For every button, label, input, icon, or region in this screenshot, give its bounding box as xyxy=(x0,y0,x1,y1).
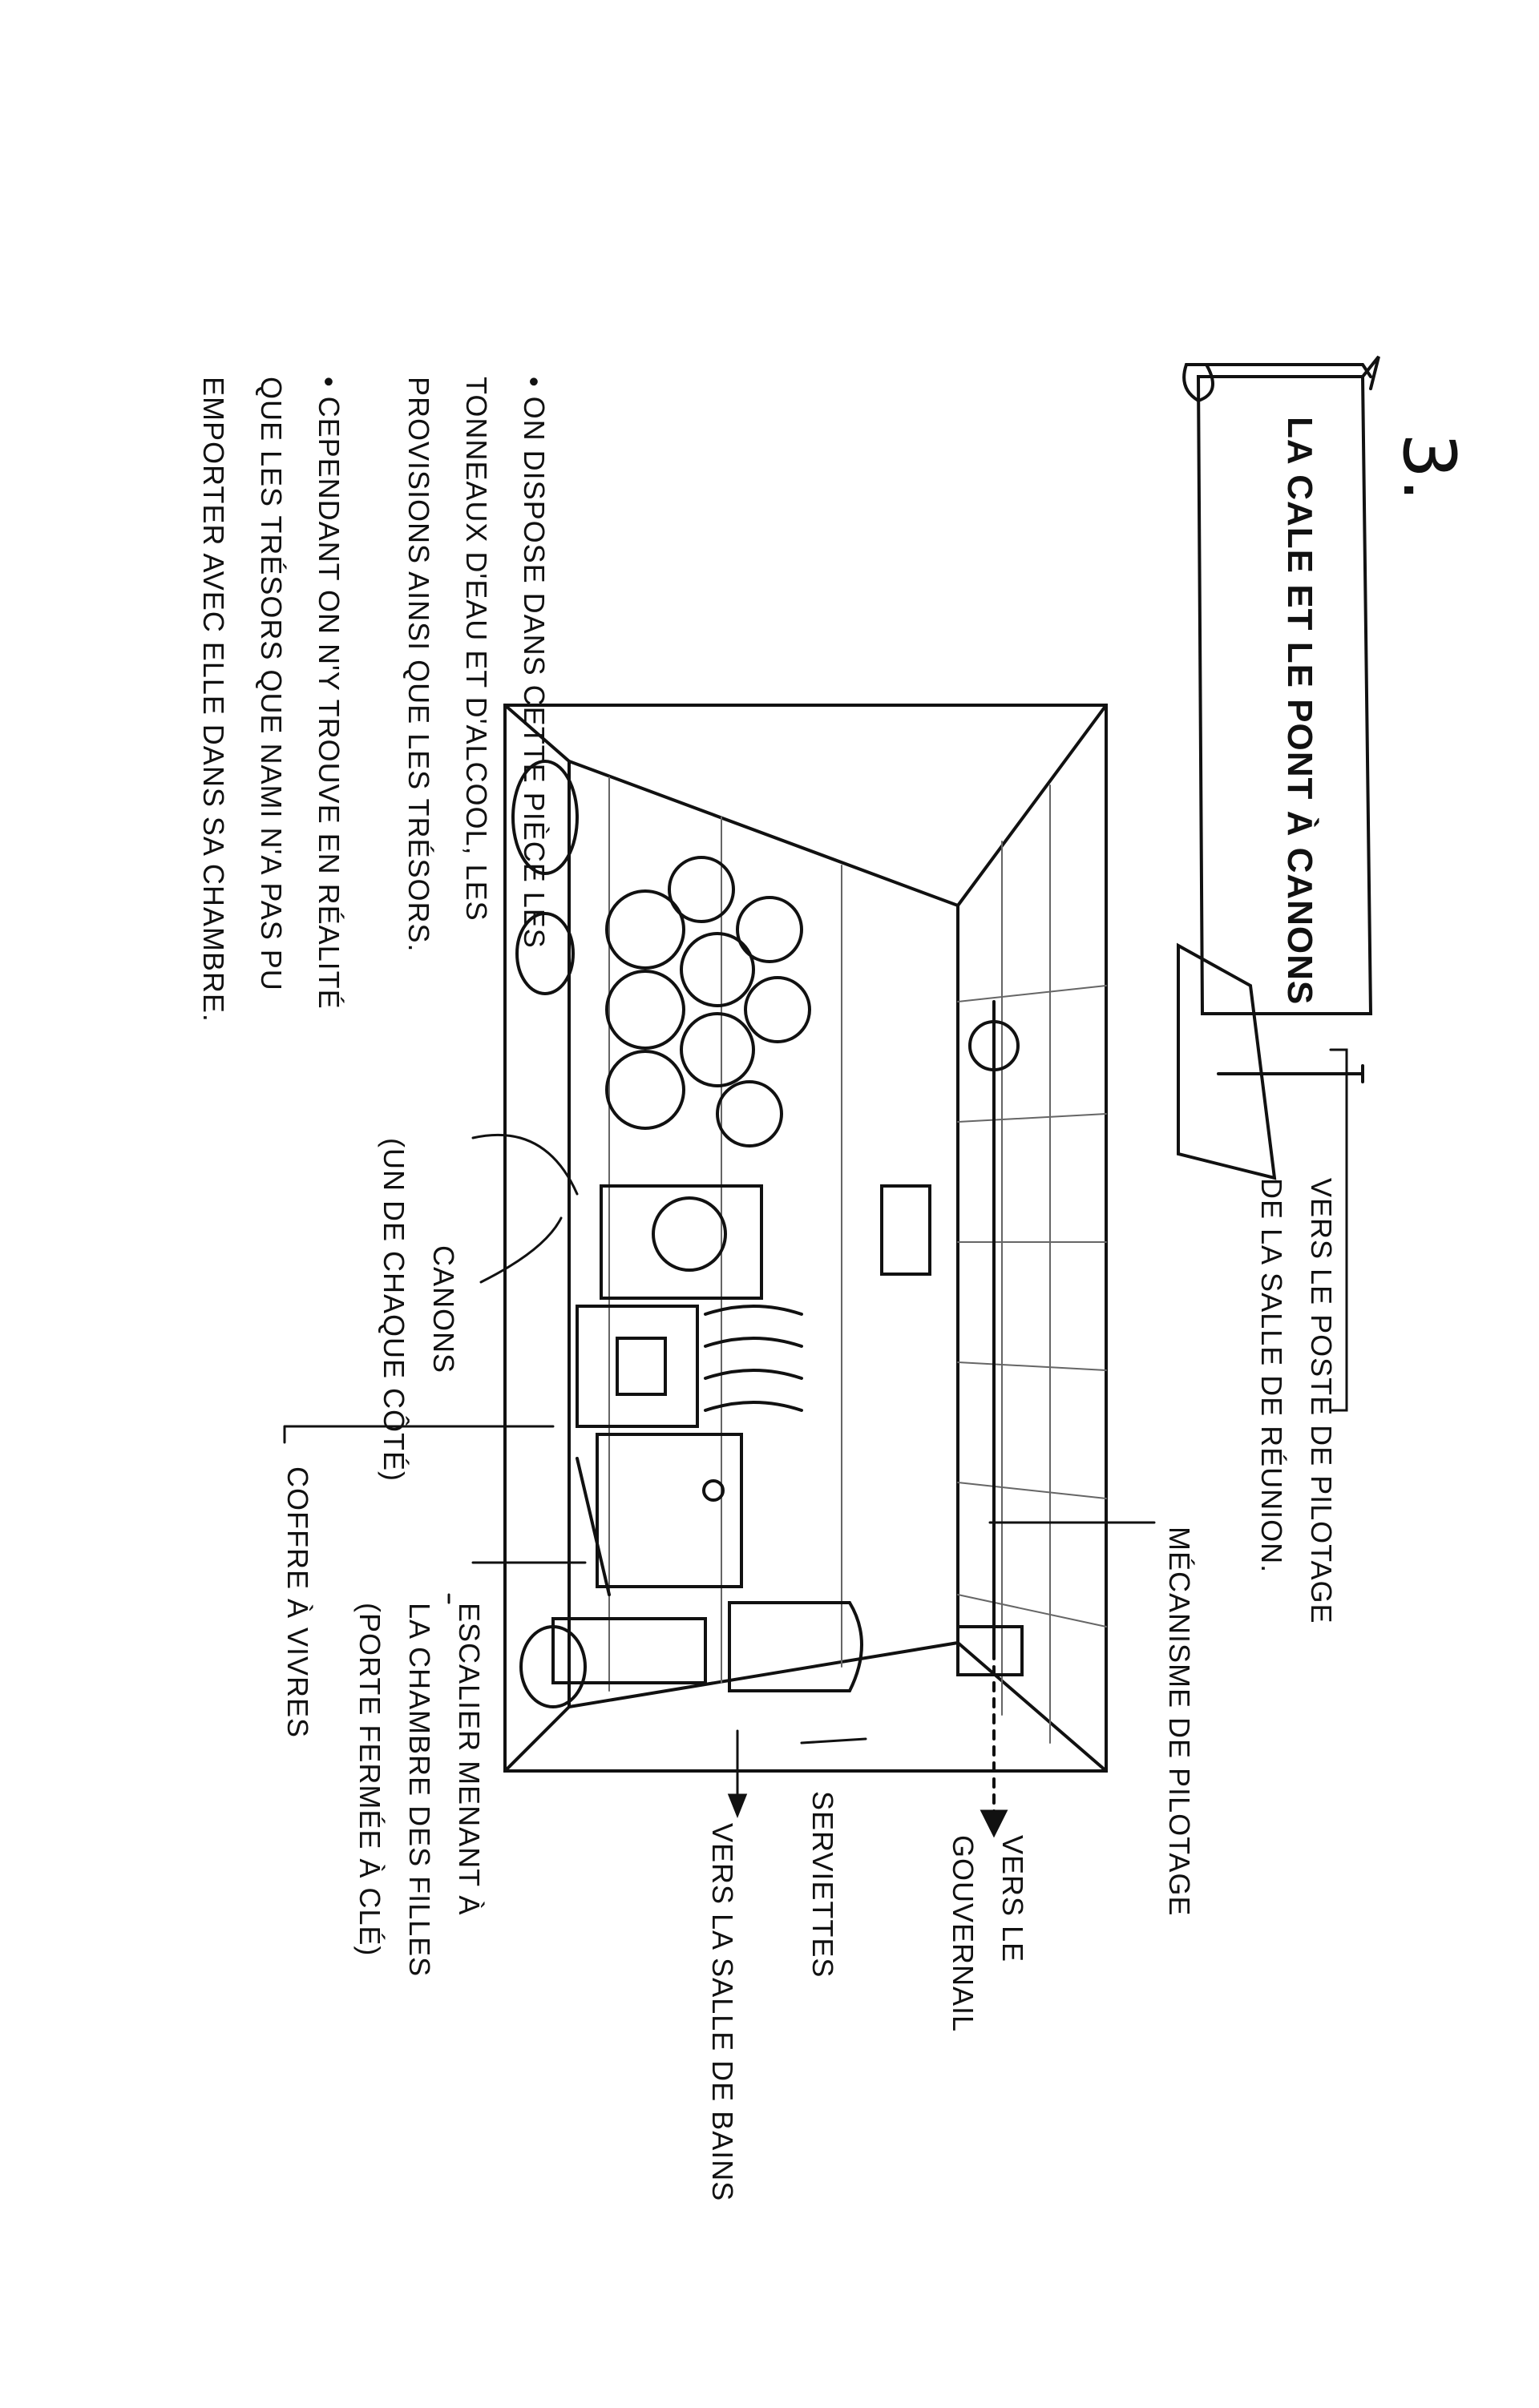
label-serviettes: Serviettes xyxy=(806,1791,839,1978)
title-scroll xyxy=(1182,355,1380,1015)
label-escalier: Escalier menant à la chambre des filles … xyxy=(353,1603,486,1978)
label-salle-bains: Vers la salle de bains xyxy=(706,1823,739,2202)
note-2: • Cependant on n'y trouve en réalité que… xyxy=(197,377,345,1022)
label-gouvernail: Vers le gouvernail xyxy=(947,1835,1029,2033)
food-chest xyxy=(596,1433,743,1588)
label-mecanisme: Mécanisme de pilotage xyxy=(1163,1527,1196,1917)
ceiling-hatch xyxy=(1177,942,1364,1180)
staircase xyxy=(519,1457,707,1708)
cannon xyxy=(576,1184,763,1428)
bathtub xyxy=(728,1601,863,1692)
room-perspective xyxy=(503,704,1108,1773)
stacked-plates xyxy=(704,1305,803,1412)
notes: • On dispose dans cette pièce les tonnea… xyxy=(152,377,563,1022)
note-1: • On dispose dans cette pièce les tonnea… xyxy=(402,377,551,953)
barrels xyxy=(511,760,811,1148)
page-title: La cale et le pont à canons xyxy=(1280,417,1319,1006)
label-coffre: Coffre à vivres xyxy=(281,1466,314,1739)
leader-lines xyxy=(283,1048,1348,1838)
section-number: 3. xyxy=(1387,433,1471,502)
label-canons: Canons (un de chaque côté) xyxy=(378,1138,460,1482)
steering-mechanism xyxy=(880,1000,1024,1829)
label-poste-pilotage: Vers le poste de pilotage de la salle de… xyxy=(1255,1178,1338,1624)
